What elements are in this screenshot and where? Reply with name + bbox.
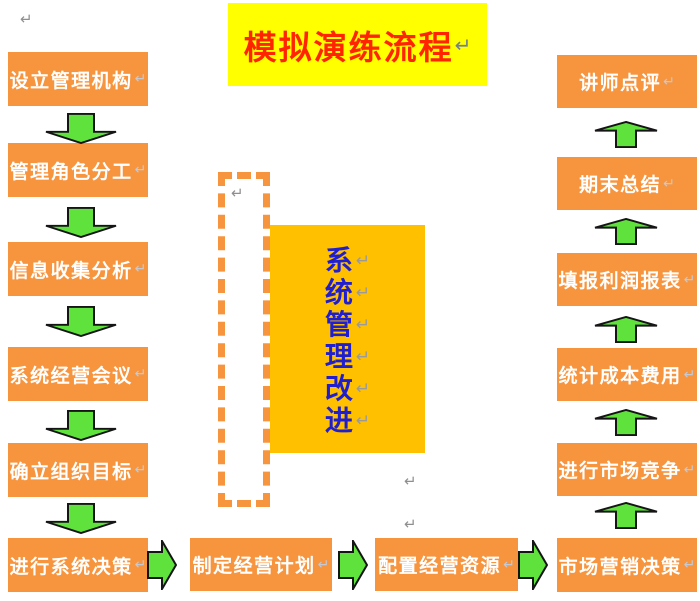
flow-step-system-decision-making[interactable]: 进行系统决策↵ bbox=[8, 538, 148, 592]
down-arrow-icon bbox=[45, 207, 117, 238]
right-arrow-icon bbox=[338, 540, 368, 590]
vertical-char: 系 bbox=[324, 244, 353, 277]
paragraph-return-icon: ↵ bbox=[20, 10, 33, 28]
flow-step-system-operation-meeting[interactable]: 系统经营会议↵ bbox=[8, 347, 148, 401]
vertical-char: 管 bbox=[324, 308, 353, 341]
flow-step-label: 进行系统决策 bbox=[9, 555, 133, 578]
flow-step-label: 讲师点评 bbox=[579, 72, 662, 94]
paragraph-return-icon: ↵ bbox=[134, 366, 147, 382]
down-arrow-icon bbox=[45, 410, 117, 441]
up-arrow-icon bbox=[594, 121, 658, 148]
flow-step-label: 设立管理机构 bbox=[9, 69, 133, 92]
down-arrow-icon bbox=[45, 113, 117, 144]
flow-step-management-role-division[interactable]: 管理角色分工↵ bbox=[8, 143, 148, 197]
flow-step-label: 填报利润报表 bbox=[558, 270, 682, 292]
flow-step-label: 市场营销决策 bbox=[558, 555, 682, 578]
flow-step-instructor-review[interactable]: 讲师点评↵ bbox=[557, 55, 697, 108]
flow-step-make-business-plan[interactable]: 制定经营计划↵ bbox=[190, 538, 332, 591]
paragraph-return-icon: ↵ bbox=[134, 261, 147, 277]
paragraph-return-icon: ↵ bbox=[355, 282, 371, 303]
paragraph-return-icon: ↵ bbox=[404, 472, 417, 490]
flow-step-label: 进行市场竞争 bbox=[558, 460, 682, 482]
paragraph-return-icon: ↵ bbox=[683, 271, 696, 288]
paragraph-return-icon: ↵ bbox=[355, 378, 371, 399]
up-arrow-icon bbox=[594, 409, 658, 436]
paragraph-return-icon: ↵ bbox=[355, 346, 371, 367]
page-title: 模拟演练流程↵ bbox=[228, 3, 487, 86]
flow-step-market-competition[interactable]: 进行市场竞争↵ bbox=[557, 443, 697, 496]
flow-step-label: 管理角色分工 bbox=[9, 160, 133, 183]
vertical-char: 理 bbox=[324, 340, 353, 373]
vertical-char: 进 bbox=[324, 404, 353, 437]
flow-step-label: 确立组织目标 bbox=[9, 460, 133, 483]
right-arrow-icon bbox=[518, 540, 548, 590]
right-arrow-icon bbox=[147, 540, 177, 590]
flow-step-cost-expense-statistics[interactable]: 统计成本费用↵ bbox=[557, 348, 697, 401]
paragraph-return-icon: ↵ bbox=[134, 71, 147, 87]
paragraph-return-icon: ↵ bbox=[355, 250, 371, 271]
paragraph-return-icon: ↵ bbox=[134, 162, 147, 178]
vertical-char: 统 bbox=[324, 276, 353, 309]
paragraph-return-icon: ↵ bbox=[683, 557, 696, 573]
up-arrow-icon bbox=[594, 218, 658, 245]
page-title-text: 模拟演练流程 bbox=[243, 27, 454, 67]
flow-step-label: 制定经营计划 bbox=[192, 555, 316, 577]
paragraph-return-icon: ↵ bbox=[404, 515, 417, 533]
paragraph-return-icon: ↵ bbox=[231, 184, 244, 202]
paragraph-return-icon: ↵ bbox=[454, 32, 472, 57]
vertical-char: 改 bbox=[324, 372, 353, 405]
flow-step-fill-profit-report[interactable]: 填报利润报表↵ bbox=[557, 253, 697, 306]
flow-step-term-summary[interactable]: 期末总结↵ bbox=[557, 157, 697, 210]
up-arrow-icon bbox=[594, 316, 658, 343]
flow-step-info-collection-analysis[interactable]: 信息收集分析↵ bbox=[8, 242, 148, 296]
down-arrow-icon bbox=[45, 503, 117, 534]
flow-step-set-organization-goals[interactable]: 确立组织目标↵ bbox=[8, 443, 148, 497]
flow-step-label: 配置经营资源 bbox=[378, 555, 502, 577]
flow-step-allocate-business-resources[interactable]: 配置经营资源↵ bbox=[375, 538, 518, 591]
paragraph-return-icon: ↵ bbox=[683, 366, 696, 383]
flow-step-label: 信息收集分析 bbox=[9, 259, 133, 282]
up-arrow-icon bbox=[594, 502, 658, 529]
flow-step-setup-management-org[interactable]: 设立管理机构↵ bbox=[8, 52, 148, 106]
down-arrow-icon bbox=[45, 306, 117, 337]
paragraph-return-icon: ↵ bbox=[355, 314, 371, 335]
paragraph-return-icon: ↵ bbox=[317, 556, 330, 573]
paragraph-return-icon: ↵ bbox=[355, 410, 371, 431]
paragraph-return-icon: ↵ bbox=[134, 462, 147, 478]
flow-step-label: 期末总结 bbox=[579, 174, 662, 196]
flow-step-label: 系统经营会议 bbox=[9, 364, 133, 387]
system-management-improvement-box[interactable]: 系↵ 统↵ 管↵ 理↵ 改↵ 进↵ bbox=[270, 225, 425, 453]
paragraph-return-icon: ↵ bbox=[663, 175, 675, 192]
paragraph-return-icon: ↵ bbox=[683, 461, 696, 478]
dashed-rectangle-shape[interactable] bbox=[218, 172, 270, 507]
flow-step-marketing-decision[interactable]: 市场营销决策↵ bbox=[557, 538, 697, 592]
paragraph-return-icon: ↵ bbox=[503, 556, 515, 573]
paragraph-return-icon: ↵ bbox=[663, 73, 675, 90]
flow-step-label: 统计成本费用 bbox=[558, 365, 682, 387]
paragraph-return-icon: ↵ bbox=[134, 557, 147, 573]
